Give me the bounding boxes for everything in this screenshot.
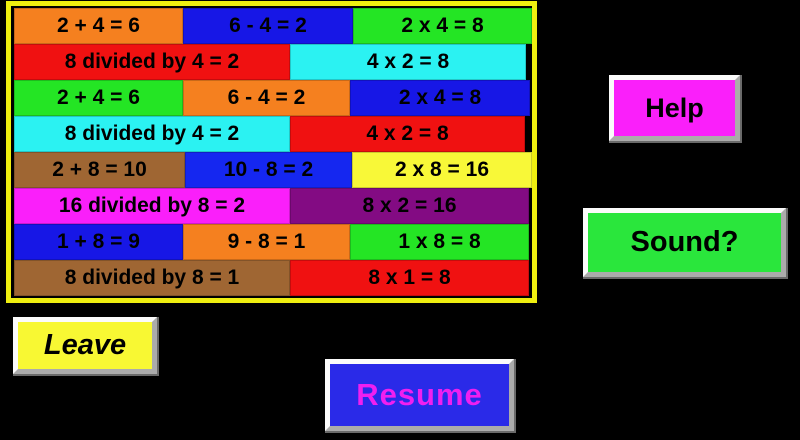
equation-cell: 4 x 2 = 8 xyxy=(290,116,525,152)
equation-cell: 4 x 2 = 8 xyxy=(290,44,526,80)
equation-cell: 16 divided by 8 = 2 xyxy=(14,188,290,224)
equation-cell: 2 + 4 = 6 xyxy=(14,8,183,44)
equation-cell: 9 - 8 = 1 xyxy=(183,224,350,260)
equation-cell: 1 + 8 = 9 xyxy=(14,224,183,260)
sound-toggle-button[interactable]: Sound? xyxy=(583,208,786,277)
equation-cell: 2 + 8 = 10 xyxy=(14,152,185,188)
equation-cell: 8 divided by 8 = 1 xyxy=(14,260,290,296)
equation-cell: 8 divided by 4 = 2 xyxy=(14,44,290,80)
equation-cell: 10 - 8 = 2 xyxy=(185,152,352,188)
equation-cell: 8 divided by 4 = 2 xyxy=(14,116,290,152)
equation-cell: 2 x 4 = 8 xyxy=(350,80,530,116)
equation-cell: 6 - 4 = 2 xyxy=(183,8,353,44)
equation-cell: 8 x 2 = 16 xyxy=(290,188,529,224)
equation-cell: 2 x 4 = 8 xyxy=(353,8,532,44)
help-button[interactable]: Help xyxy=(609,75,740,141)
leave-button[interactable]: Leave xyxy=(13,317,157,374)
equation-cell: 6 - 4 = 2 xyxy=(183,80,350,116)
equation-cell: 2 + 4 = 6 xyxy=(14,80,183,116)
equation-cell: 8 x 1 = 8 xyxy=(290,260,529,296)
equation-cell: 2 x 8 = 16 xyxy=(352,152,532,188)
equation-cell: 1 x 8 = 8 xyxy=(350,224,529,260)
resume-button[interactable]: Resume xyxy=(325,359,514,431)
